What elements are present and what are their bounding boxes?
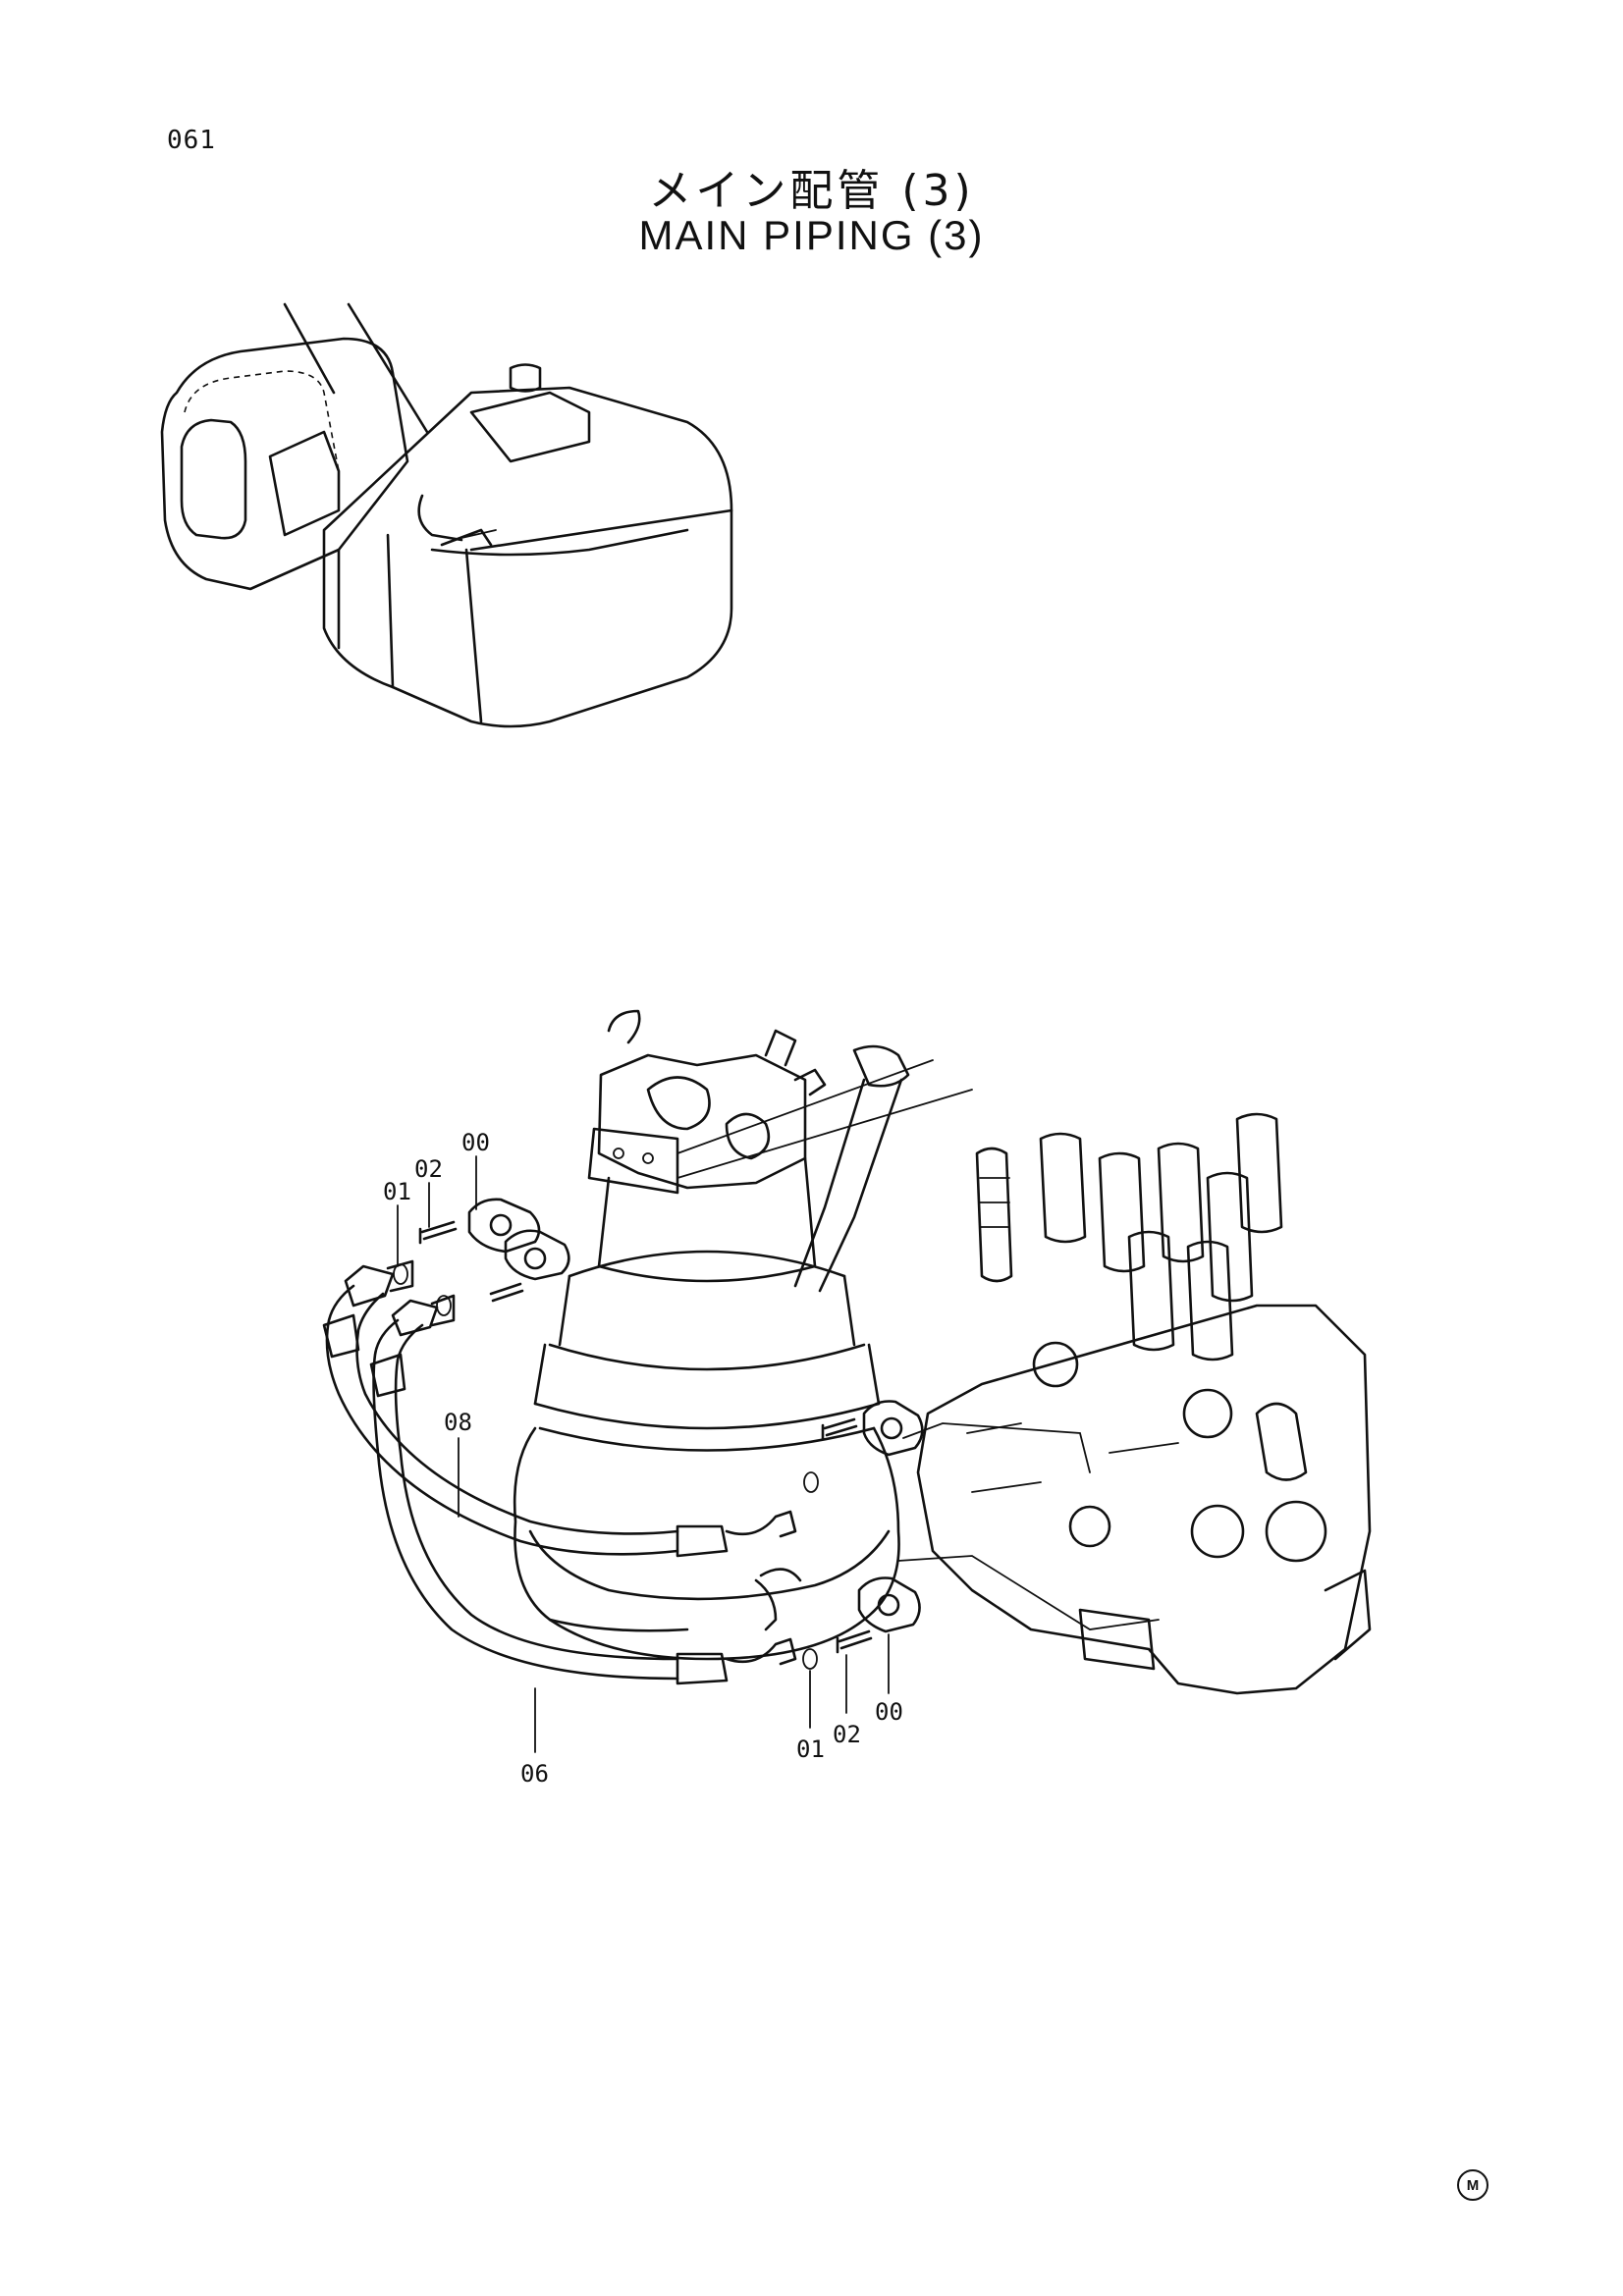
- callout-leaders: [397, 1155, 890, 1753]
- label-lower-01: 01: [796, 1735, 825, 1763]
- label-08: 08: [444, 1409, 472, 1436]
- hoses: [322, 1259, 797, 1685]
- lower-flange-set: [802, 1576, 921, 1670]
- label-upper-00: 00: [461, 1129, 490, 1156]
- label-upper-01: 01: [383, 1178, 411, 1205]
- label-upper-02: 02: [414, 1155, 443, 1183]
- label-lower-02: 02: [833, 1721, 861, 1748]
- page-number: 061: [167, 126, 216, 155]
- label-06: 06: [520, 1760, 549, 1788]
- middle-flange-set: [803, 1400, 924, 1493]
- leader-lines: [676, 1059, 1160, 1630]
- title-japanese: メイン配管 (3): [648, 166, 975, 216]
- label-lower-00: 00: [875, 1698, 903, 1726]
- excavator-overview: [160, 302, 733, 728]
- part-labels: 00 02 01 08 01 02 00 06: [383, 1129, 903, 1788]
- control-valve: [916, 1112, 1372, 1695]
- circled-m-mark: M: [1457, 2169, 1488, 2201]
- title-english: MAIN PIPING (3): [638, 212, 985, 258]
- upper-flange-set: [393, 1198, 570, 1316]
- swing-motor: [513, 1009, 910, 1661]
